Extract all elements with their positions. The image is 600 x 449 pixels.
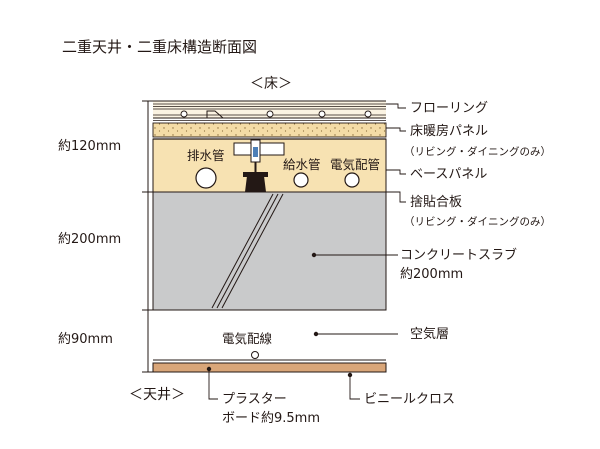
water-pipe [293,172,309,188]
floor-heating-label: 床暖房パネル [410,124,489,139]
base-panel-label: ベースパネル [410,167,488,182]
flooring-label: フローリング [410,101,489,116]
electric-wire [251,351,259,359]
floor-heating-note: （リビング・ダイニングのみ） [404,146,551,158]
support-leg [233,139,285,192]
floor-section-label: ＜床＞ [250,76,292,92]
leader-lines [208,103,406,400]
flooring-layer [153,100,386,119]
water-pipe-label: 給水管 [283,157,321,172]
concrete-slab-label: コンクリートスラブ [400,248,518,263]
concrete-slab-thickness-label: 約200mm [400,267,464,282]
electric-pipe-label: 電気配管 [330,157,381,172]
floor-heating-layer [152,120,387,138]
dimension-bars [142,100,153,373]
electric-wiring-label: 電気配線 [222,331,273,346]
concrete-slab-layer [152,191,387,311]
vinyl-cloth-label: ビニールクロス [364,392,456,407]
plywood-note: （リビング・ダイニングのみ） [404,216,551,228]
slab-thickness-label: 約200mm [58,232,122,247]
leader-dots [206,252,353,378]
ceiling-section-label: ＜天井＞ [129,387,185,403]
electric-conduit [344,172,360,188]
plaster-board-thickness-label: ボード約9.5mm [222,411,321,426]
ceiling-thickness-label: 約90mm [58,332,113,347]
plaster-board-label: プラスター [222,392,287,407]
plywood-label: 捨貼合板 [410,195,463,210]
drain-pipe [195,167,217,189]
diagram-title: 二重天井・二重床構造断面図 [62,38,258,56]
floor-thickness-label: 約120mm [58,139,122,154]
air-layer-label: 空気層 [410,327,450,342]
drain-pipe-label: 排水管 [187,148,225,163]
ceiling-board-layer [152,351,387,373]
